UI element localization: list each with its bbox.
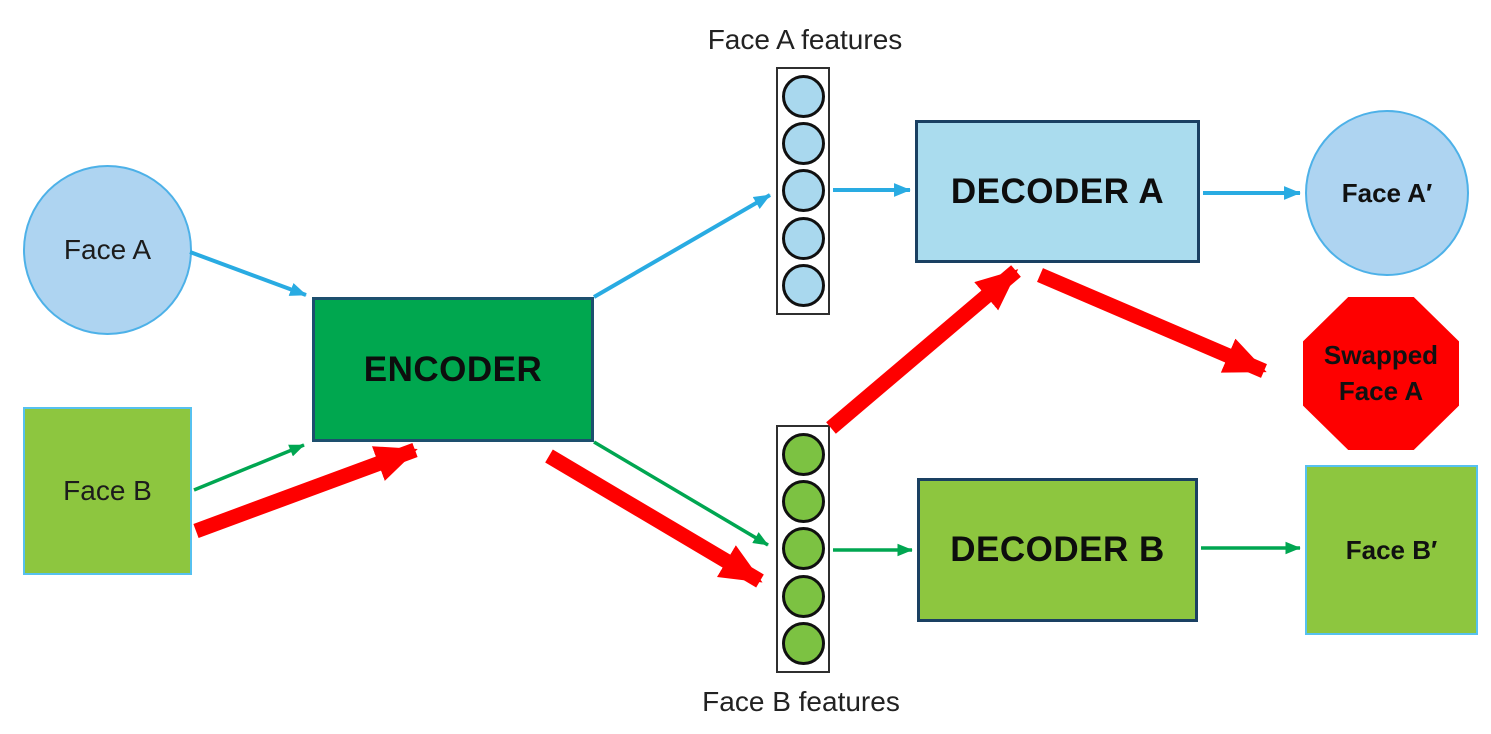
node-face-a: Face A (23, 165, 192, 335)
node-face-b-prime-label: Face B′ (1345, 534, 1438, 565)
node-decoder-b-label: DECODER B (950, 530, 1165, 569)
node-face-b: Face B (23, 407, 192, 575)
node-face-b-label: Face B (63, 475, 152, 506)
node-face-a-prime-label: Face A′ (1341, 177, 1433, 208)
feature-circle (781, 75, 825, 119)
features-a-title: Face A features (707, 24, 903, 55)
arrow-face-b-to-encoder (193, 443, 305, 492)
red-arrow-face-b-to-encoder (193, 442, 418, 539)
features-b-vector (776, 425, 830, 673)
node-swapped-face-a: Swapped Face A (1303, 297, 1459, 450)
red-arrow-decoder-a-to-swapped-face-a (1037, 268, 1267, 378)
feature-circle (781, 433, 825, 477)
node-decoder-a-label: DECODER A (950, 171, 1165, 211)
feature-circle (781, 527, 825, 571)
node-face-a-label: Face A (63, 234, 152, 265)
feature-circle (781, 122, 825, 166)
feature-circle (781, 169, 825, 213)
feature-circle (781, 263, 825, 307)
arrow-encoder-to-features-a (592, 193, 772, 299)
node-swapped-face-a-line2: Face A (1338, 375, 1424, 406)
node-encoder-label: ENCODER (363, 349, 543, 389)
features-a-vector (776, 67, 830, 315)
node-decoder-a: DECODER A (915, 120, 1200, 263)
feature-circle (781, 216, 825, 260)
node-encoder: ENCODER (312, 297, 594, 442)
red-arrow-features-b-to-decoder-a (826, 265, 1021, 434)
feature-circle (781, 621, 825, 665)
arrow-encoder-to-features-b (593, 440, 769, 547)
node-swapped-face-a-line1: Swapped (1323, 340, 1439, 371)
node-decoder-b: DECODER B (917, 478, 1198, 622)
feature-circle (781, 480, 825, 524)
node-face-b-prime: Face B′ (1305, 465, 1478, 635)
feature-circle (781, 574, 825, 618)
features-b-title: Face B features (702, 686, 900, 717)
node-face-a-prime: Face A′ (1305, 110, 1469, 276)
red-arrow-encoder-to-features-b (545, 449, 764, 588)
arrow-face-a-to-encoder (189, 250, 307, 297)
